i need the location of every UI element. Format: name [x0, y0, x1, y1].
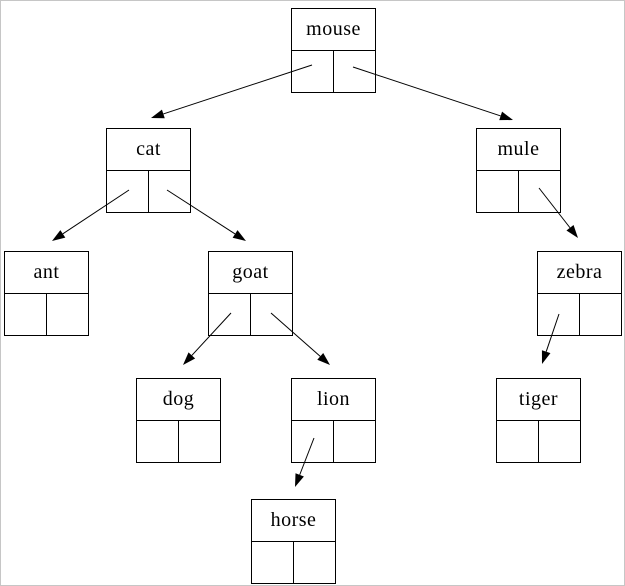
- tree-node-mule: mule: [476, 128, 561, 213]
- pointer-cells: [538, 294, 621, 336]
- right-pointer-cell: [539, 421, 580, 463]
- node-label-lion: lion: [292, 379, 375, 421]
- node-label-mule: mule: [477, 129, 560, 171]
- tree-node-cat: cat: [106, 128, 191, 213]
- left-pointer-cell: [292, 51, 334, 93]
- node-label-mouse: mouse: [292, 9, 375, 51]
- node-label-goat: goat: [209, 252, 292, 294]
- left-pointer-cell: [477, 171, 519, 213]
- tree-node-horse: horse: [251, 499, 336, 584]
- right-pointer-cell: [179, 421, 220, 463]
- left-pointer-cell: [538, 294, 580, 336]
- left-pointer-cell: [5, 294, 47, 336]
- pointer-cells: [137, 421, 220, 463]
- right-pointer-cell: [580, 294, 621, 336]
- pointer-cells: [5, 294, 88, 336]
- pointer-cells: [252, 542, 335, 584]
- left-pointer-cell: [137, 421, 179, 463]
- node-label-ant: ant: [5, 252, 88, 294]
- tree-node-dog: dog: [136, 378, 221, 463]
- node-label-tiger: tiger: [497, 379, 580, 421]
- node-label-horse: horse: [252, 500, 335, 542]
- right-pointer-cell: [251, 294, 292, 336]
- node-label-dog: dog: [137, 379, 220, 421]
- pointer-cells: [292, 51, 375, 93]
- pointer-cells: [209, 294, 292, 336]
- pointer-cells: [292, 421, 375, 463]
- left-pointer-cell: [497, 421, 539, 463]
- left-pointer-cell: [252, 542, 294, 584]
- tree-node-zebra: zebra: [537, 251, 622, 336]
- tree-node-mouse: mouse: [291, 8, 376, 93]
- tree-node-goat: goat: [208, 251, 293, 336]
- pointer-cells: [497, 421, 580, 463]
- left-pointer-cell: [209, 294, 251, 336]
- right-pointer-cell: [334, 421, 375, 463]
- right-pointer-cell: [294, 542, 335, 584]
- right-pointer-cell: [519, 171, 560, 213]
- pointer-cells: [477, 171, 560, 213]
- right-pointer-cell: [149, 171, 190, 213]
- pointer-cells: [107, 171, 190, 213]
- node-label-cat: cat: [107, 129, 190, 171]
- tree-node-ant: ant: [4, 251, 89, 336]
- tree-node-tiger: tiger: [496, 378, 581, 463]
- left-pointer-cell: [292, 421, 334, 463]
- right-pointer-cell: [334, 51, 375, 93]
- right-pointer-cell: [47, 294, 88, 336]
- left-pointer-cell: [107, 171, 149, 213]
- tree-node-lion: lion: [291, 378, 376, 463]
- node-label-zebra: zebra: [538, 252, 621, 294]
